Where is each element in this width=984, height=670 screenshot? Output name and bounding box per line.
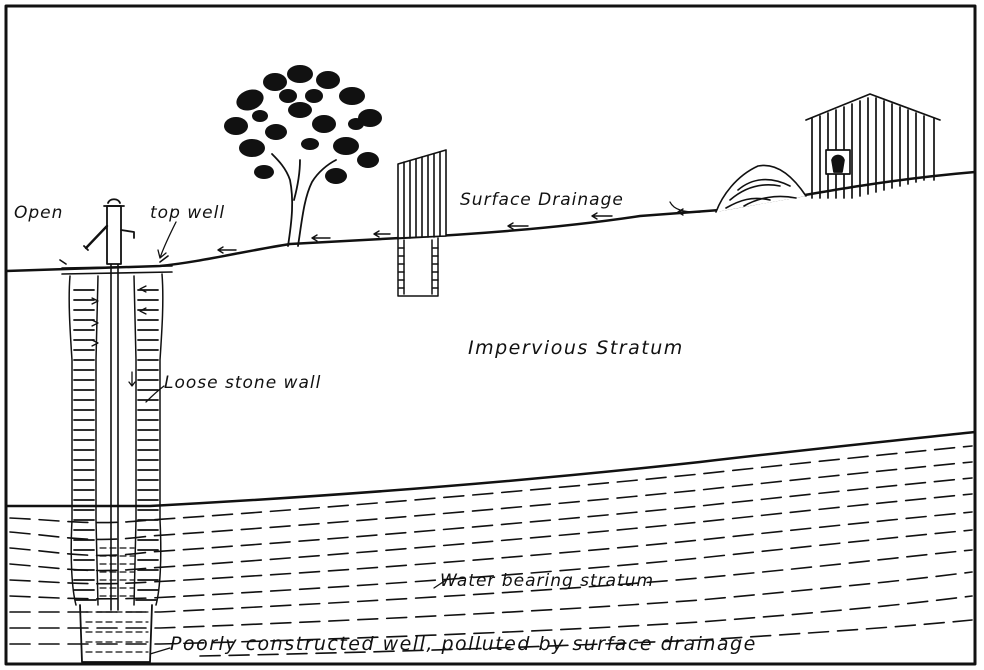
well-shaft [69, 262, 163, 662]
label-open: Open [14, 203, 63, 223]
tree-trunk [272, 154, 336, 246]
label-loose-stone-wall: Loose stone wall [164, 373, 321, 393]
tree [224, 65, 382, 246]
leader-surface-drainage [670, 202, 696, 212]
privy-building [398, 150, 446, 238]
manure-heap [716, 165, 806, 212]
leader-caption [150, 648, 170, 654]
privy [398, 150, 446, 296]
label-water-bearing-stratum: Water bearing stratum [440, 571, 654, 591]
water-bearing-dashes [10, 446, 972, 656]
well-right-stone-wall [134, 274, 163, 605]
stratum-boundary [6, 432, 975, 506]
diagram-caption: Poorly constructed well, polluted by sur… [170, 633, 757, 655]
label-impervious-stratum: Impervious Stratum [468, 337, 684, 359]
seepage-arrows [92, 286, 146, 386]
barn [806, 94, 940, 198]
well-bottom [80, 605, 152, 662]
pump-pipe [111, 262, 118, 610]
label-top-well: top well [150, 203, 225, 223]
label-surface-drainage: Surface Drainage [460, 190, 624, 210]
tree-foliage [224, 65, 382, 184]
privy-vault [398, 238, 438, 296]
hand-pump [84, 199, 134, 264]
leader-top-well [158, 222, 176, 258]
